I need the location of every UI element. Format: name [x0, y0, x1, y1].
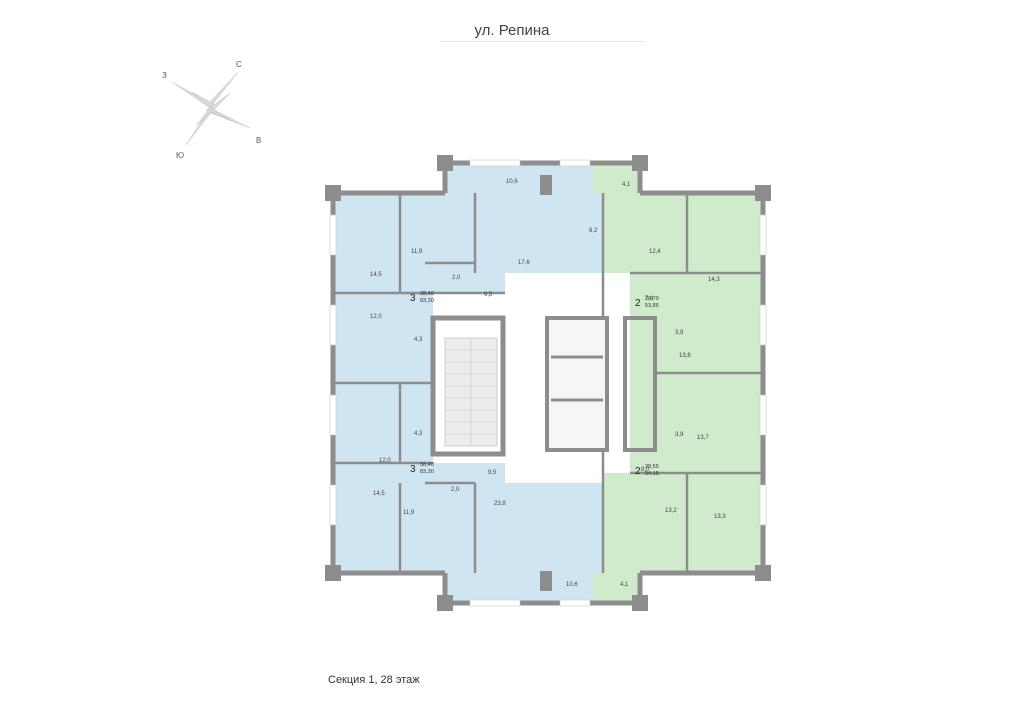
svg-text:83,30: 83,30: [420, 298, 434, 304]
room-area: 12,0: [379, 458, 391, 464]
room-area: 23,8: [494, 501, 506, 507]
room-area: 3,9: [675, 432, 684, 438]
svg-text:38,40: 38,40: [420, 291, 434, 297]
room-area: 8,2: [589, 228, 598, 234]
room-area: 14,3: [708, 277, 720, 283]
room-area: 13,3: [714, 514, 726, 520]
room-area: 12,0: [370, 314, 382, 320]
floor-caption: Секция 1, 28 этаж: [328, 674, 420, 686]
corner-columns: [325, 155, 771, 611]
room-area: 14,5: [370, 272, 382, 278]
room-area: 8,0: [641, 467, 650, 473]
room-area: 14,5: [373, 491, 385, 497]
room-area: 4,3: [414, 431, 423, 437]
room-area: 2,0: [452, 275, 461, 281]
room-area: 13,7: [697, 435, 709, 441]
interior-walls: [333, 193, 763, 573]
room-area: 4,3: [414, 337, 423, 343]
room-area: 2,0: [451, 487, 460, 493]
room-area: 4,1: [622, 182, 631, 188]
room-area: 10,6: [566, 582, 578, 588]
svg-text:2: 2: [635, 298, 641, 309]
apartment-label-4: 2 28,55 54,15: [635, 464, 659, 477]
room-area: 12,4: [649, 249, 661, 255]
elevator-stair-core: [430, 315, 657, 457]
svg-text:83,30: 83,30: [420, 469, 434, 475]
apartment-label-1: 3 38,40 83,30: [410, 291, 434, 304]
svg-text:38,40: 38,40: [420, 462, 434, 468]
compass-west-label: З: [162, 71, 167, 80]
apartment-label-3: 3 38,40 83,30: [410, 462, 434, 475]
windows: [329, 159, 767, 607]
compass-south-label: Ю: [176, 151, 184, 160]
outer-walls: [330, 160, 766, 606]
svg-text:28,55: 28,55: [645, 464, 659, 470]
room-area: 13,2: [665, 508, 677, 514]
svg-text:28,70: 28,70: [645, 296, 659, 302]
svg-text:3: 3: [410, 464, 416, 475]
compass-east-label: В: [256, 136, 261, 145]
room-area: 13,8: [679, 353, 691, 359]
room-area-labels: 10,6 4,1 14,5 11,9 8,2 12,4 14,3 2,0 17,…: [370, 179, 726, 588]
apartment-fills: [333, 163, 763, 603]
svg-text:54,15: 54,15: [645, 471, 659, 477]
room-area: 7,4: [645, 296, 654, 302]
svg-text:53,85: 53,85: [645, 303, 659, 309]
street-name: ул. Репина: [474, 22, 550, 39]
room-area: 9,5: [484, 292, 493, 298]
room-area: 11,9: [411, 249, 423, 255]
room-area: 10,6: [506, 179, 518, 185]
room-area: 4,1: [620, 582, 629, 588]
room-area: 11,9: [403, 510, 415, 516]
street-underline: [440, 41, 645, 42]
compass-rose-icon: З С В Ю: [162, 60, 261, 160]
svg-text:3: 3: [410, 293, 416, 304]
compass-north-label: С: [236, 60, 242, 69]
room-area: 9,5: [488, 470, 497, 476]
room-area: 3,9: [675, 330, 684, 336]
svg-text:2: 2: [635, 466, 641, 477]
room-area: 17,6: [518, 260, 530, 266]
apartment-label-2: 2 28,70 53,85: [635, 296, 659, 309]
